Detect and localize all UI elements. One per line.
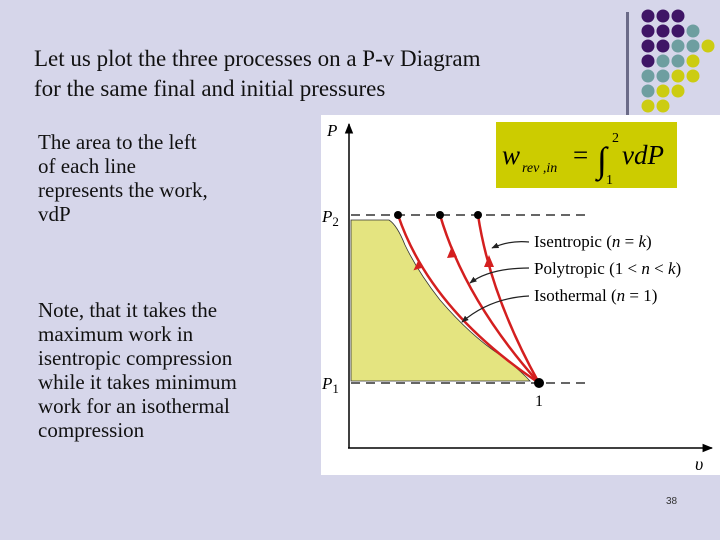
decorative-dot [671,84,685,98]
para1-line: vdP [38,202,71,226]
state1-label: 1 [535,393,543,410]
isothermal-arrow-icon [413,259,424,271]
para2-line: compression [38,418,145,442]
decorative-dot [641,39,655,53]
decorative-dot [686,39,700,53]
work-formula: w rev ,in = ∫ 2 1 vdP [502,131,664,188]
decorative-dot [641,9,655,23]
slide-title: Let us plot the three processes on a P-v… [34,44,614,104]
formula-lhs: w [502,140,520,170]
isentropic-arrow-icon [484,255,494,267]
decorative-divider [626,12,629,118]
para1-line: represents the work, [38,178,208,202]
decorative-dot [641,24,655,38]
work-formula-box [496,122,677,188]
isentropic-curve [476,214,541,384]
isothermal-leader [461,295,530,323]
p1-label: P1 [321,374,339,396]
decorative-dot [686,54,700,68]
state2-isentropic-point [474,211,482,219]
decorative-dot [656,54,670,68]
para2-line: while it takes minimum [38,370,237,394]
state1-point [534,378,544,388]
decorative-dot [656,84,670,98]
decorative-dot [641,99,655,113]
slide-number: 38 [666,496,678,507]
decorative-dot [671,54,685,68]
decorative-dot [641,69,655,83]
decorative-dot [671,39,685,53]
title-line-2: for the same final and initial pressures [34,76,386,101]
paragraph-area-explanation: The area to the left of each line repres… [38,130,208,226]
state2-isothermal-point [394,211,402,219]
decorative-dot [671,24,685,38]
decorative-dot [656,39,670,53]
decorative-dot [656,9,670,23]
para2-line: maximum work in [38,322,194,346]
para1-line: of each line [38,154,136,178]
polytropic-curve [438,214,540,384]
decorative-dot [656,24,670,38]
v-axis-label: υ [695,454,703,474]
decorative-dot [701,39,715,53]
legend-isothermal: Isothermal (n = 1) [534,286,657,305]
para2-line: isentropic compression [38,346,233,370]
polytropic-leader [469,267,530,284]
formula-integral: ∫ [595,140,609,182]
paragraph-work-note: Note, that it takes the maximum work in … [38,298,237,442]
state2-polytropic-point [436,211,444,219]
para2-line: Note, that it takes the [38,298,218,322]
decorative-dot [686,24,700,38]
para1-line: The area to the left [38,130,197,154]
p-axis-label: P [326,121,337,140]
formula-subscript: rev ,in [522,161,557,176]
decorative-dot [671,9,685,23]
formula-upper-limit: 2 [612,131,619,146]
isentropic-leader [491,241,530,249]
formula-integrand: vdP [622,140,664,170]
decorative-dot [671,69,685,83]
formula-equals: = [573,140,588,170]
decorative-dot [656,99,670,113]
isothermal-curve [396,214,540,385]
title-line-1: Let us plot the three processes on a P-v… [34,46,481,71]
formula-lower-limit: 1 [606,173,613,188]
decorative-dot [641,54,655,68]
decorative-dot [641,84,655,98]
p2-label: P2 [321,207,339,229]
decorative-dot [656,69,670,83]
para2-line: work for an isothermal [38,394,230,418]
polytropic-arrow-icon [447,246,457,258]
legend-polytropic: Polytropic (1 < n < k) [534,259,681,278]
decorative-dot [686,69,700,83]
legend-isentropic: Isentropic (n = k) [534,232,652,251]
decorative-dot-grid [641,9,715,113]
